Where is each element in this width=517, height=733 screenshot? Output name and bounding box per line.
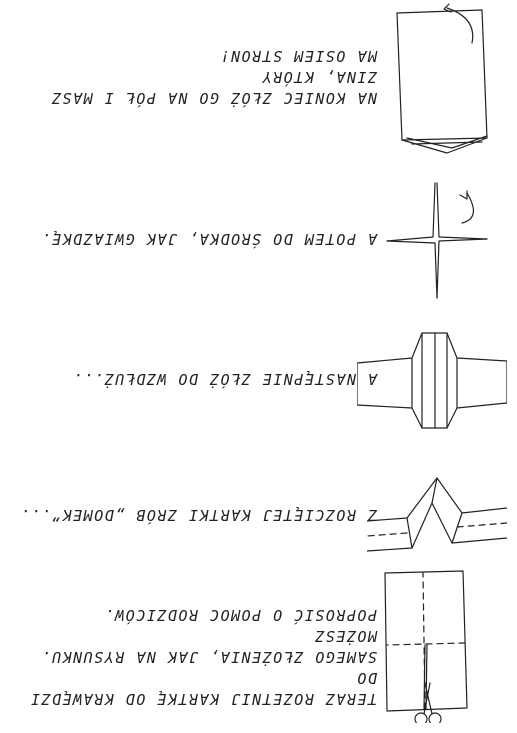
step-fold-lengthwise-text: A następnie złóż do wzdłuż... bbox=[7, 368, 377, 389]
step-star-line-1: A potem do środka, jak gwiazdkę. bbox=[7, 228, 377, 249]
step-final-line-2: ma osiem stron! bbox=[7, 45, 377, 66]
step-cut-line-3: poprosić o pomoc rodziców. bbox=[7, 604, 377, 625]
curved-arrow-icon bbox=[447, 8, 473, 43]
step-cut-line-1: Teraz rozetnij kartkę od krawędzi do bbox=[7, 667, 377, 709]
step-cut: Teraz rozetnij kartkę od krawędzi do sam… bbox=[0, 563, 517, 723]
step-house-text: Z rozciętej kartki zrób „domek”... bbox=[7, 504, 377, 525]
step-fold-lengthwise-line-1: A następnie złóż do wzdłuż... bbox=[7, 368, 377, 389]
cut-paper-illustration bbox=[377, 563, 507, 723]
step-house-line-1: Z rozciętej kartki zrób „domek”... bbox=[7, 504, 377, 525]
scissors-icon bbox=[415, 683, 441, 723]
final-zine-illustration bbox=[367, 3, 507, 158]
step-star: A potem do środka, jak gwiazdkę. bbox=[0, 173, 517, 303]
lengthwise-fold-illustration bbox=[357, 323, 507, 433]
step-star-text: A potem do środka, jak gwiazdkę. bbox=[7, 228, 377, 249]
house-fold-illustration bbox=[367, 463, 507, 563]
step-fold-lengthwise: A następnie złóż do wzdłuż... bbox=[0, 323, 517, 433]
step-final: Na koniec złóż go na pół i masz zina, kt… bbox=[0, 8, 517, 158]
step-house: Z rozciętej kartki zrób „domek”... bbox=[0, 463, 517, 563]
step-cut-line-2: samego złożenia, jak na rysunku. Możesz bbox=[7, 625, 377, 667]
step-final-line-1: Na koniec złóż go na pół i masz zina, kt… bbox=[7, 66, 377, 108]
step-final-text: Na koniec złóż go na pół i masz zina, kt… bbox=[7, 45, 377, 108]
step-cut-text: Teraz rozetnij kartkę od krawędzi do sam… bbox=[7, 604, 377, 709]
star-fold-illustration bbox=[367, 173, 507, 303]
